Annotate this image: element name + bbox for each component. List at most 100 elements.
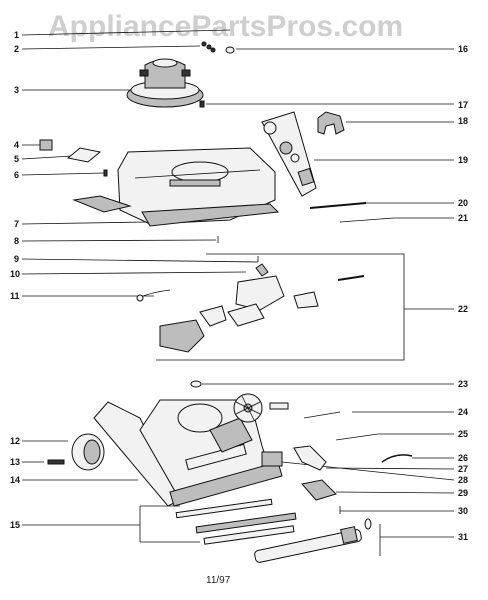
nozzle-wheel-housing	[177, 403, 223, 433]
rod-24	[303, 411, 341, 419]
callout-20[interactable]: 20	[458, 198, 468, 208]
hose-cuff	[340, 526, 358, 544]
callout-21[interactable]: 21	[458, 213, 468, 223]
fan-blade	[235, 401, 261, 415]
leader-line-8	[21, 239, 217, 242]
brush-roll-assembly-19[interactable]	[261, 111, 317, 197]
valve-lever	[159, 319, 205, 353]
callout-29[interactable]: 29	[458, 488, 468, 498]
valve-cover	[293, 291, 319, 309]
small-screws-2	[201, 41, 216, 53]
motor-housing-base[interactable]	[117, 147, 280, 227]
leader-line-10	[21, 271, 247, 275]
callout-17[interactable]: 17	[458, 100, 468, 110]
callout-28[interactable]: 28	[458, 475, 468, 485]
hose-tube	[254, 529, 362, 563]
roll-end-cap	[263, 121, 277, 135]
valve-flap	[227, 303, 265, 327]
nozzle-front-lip	[169, 461, 283, 507]
brush-strips-15[interactable]	[175, 498, 297, 545]
latch-29	[301, 479, 337, 501]
motor-brush-right	[181, 69, 191, 77]
screw-17	[199, 100, 205, 108]
grommet-23	[190, 380, 202, 388]
belt-cover-27	[293, 445, 327, 471]
callout-3[interactable]: 3	[14, 85, 19, 95]
callout-27[interactable]: 27	[458, 464, 468, 474]
callout-16[interactable]: 16	[458, 44, 468, 54]
callout-9[interactable]: 9	[14, 254, 19, 264]
callout-22[interactable]: 22	[458, 304, 468, 314]
callout-18[interactable]: 18	[458, 116, 468, 126]
leader-line-7	[21, 221, 149, 225]
callout-2[interactable]: 2	[14, 44, 19, 54]
callout-30[interactable]: 30	[458, 506, 468, 516]
callout-12[interactable]: 12	[10, 436, 20, 446]
screw-6	[103, 169, 108, 177]
clip-18	[317, 111, 345, 135]
rod-21	[339, 217, 395, 223]
nozzle-motor-mount	[209, 417, 253, 453]
callout-24[interactable]: 24	[458, 407, 468, 417]
leader-line-6	[21, 172, 105, 176]
valve-spring	[255, 263, 269, 277]
leader-line-9	[21, 258, 259, 263]
brush-strip-middle	[195, 512, 297, 534]
leader-line-2	[21, 45, 201, 50]
callout-19[interactable]: 19	[458, 155, 468, 165]
callout-8[interactable]: 8	[14, 236, 19, 246]
screw-icon	[210, 47, 216, 53]
foot-pedal-plate	[72, 195, 132, 213]
clip-4	[39, 139, 53, 151]
valve-assembly-22[interactable]	[159, 263, 365, 353]
valve-housing	[235, 275, 285, 311]
nozzle-bumper	[185, 443, 247, 471]
callout-11[interactable]: 11	[10, 291, 20, 301]
leader-line-5	[21, 155, 73, 160]
motor-assembly[interactable]	[126, 58, 204, 108]
fan-wheel-24[interactable]	[233, 393, 263, 423]
housing-detail-line	[134, 169, 261, 179]
axle-13	[47, 459, 65, 465]
watermark-text: AppliancePartsPros.com	[48, 10, 404, 43]
hose-31[interactable]	[254, 518, 372, 563]
callout-14[interactable]: 14	[10, 475, 20, 485]
cord-end	[136, 294, 144, 302]
housing-bottom-plate	[141, 203, 280, 227]
nozzle-base-assembly[interactable]	[93, 399, 283, 507]
shaft-24	[269, 402, 289, 410]
coupler-28	[261, 451, 283, 467]
wheel-12[interactable]	[71, 433, 105, 471]
washer-16	[225, 46, 235, 54]
spring-26	[381, 454, 413, 463]
callout-23[interactable]: 23	[458, 379, 468, 389]
wheel-hub	[83, 439, 101, 465]
callout-13[interactable]: 13	[10, 457, 20, 467]
callout-5[interactable]: 5	[14, 154, 19, 164]
brush-strip-bottom	[203, 525, 295, 545]
callout-7[interactable]: 7	[14, 219, 19, 229]
bracket-5	[66, 147, 102, 163]
callout-26[interactable]: 26	[458, 453, 468, 463]
roll-bearing-inner	[290, 153, 300, 163]
leader-line-29	[335, 491, 455, 494]
callout-4[interactable]: 4	[14, 140, 19, 150]
right-callouts: 16 17 18 19 20 21 22 23 24 25 26 27 28 2…	[156, 44, 468, 556]
screw-icon	[206, 44, 212, 50]
callout-25[interactable]: 25	[458, 429, 468, 439]
leader-line-1	[21, 29, 231, 36]
housing-motor-seat	[171, 161, 229, 183]
hose-clip	[364, 518, 372, 530]
bracket-22	[156, 253, 405, 361]
belt-20	[309, 202, 367, 209]
callout-6[interactable]: 6	[14, 170, 19, 180]
motor-top-cap	[152, 58, 178, 68]
leader-line-27	[325, 467, 455, 470]
callout-10[interactable]: 10	[10, 269, 20, 279]
callout-1[interactable]: 1	[14, 30, 19, 40]
callout-15[interactable]: 15	[10, 520, 20, 530]
roll-motor-coupler	[297, 167, 315, 187]
callout-31[interactable]: 31	[458, 532, 468, 542]
housing-rib	[169, 179, 221, 187]
